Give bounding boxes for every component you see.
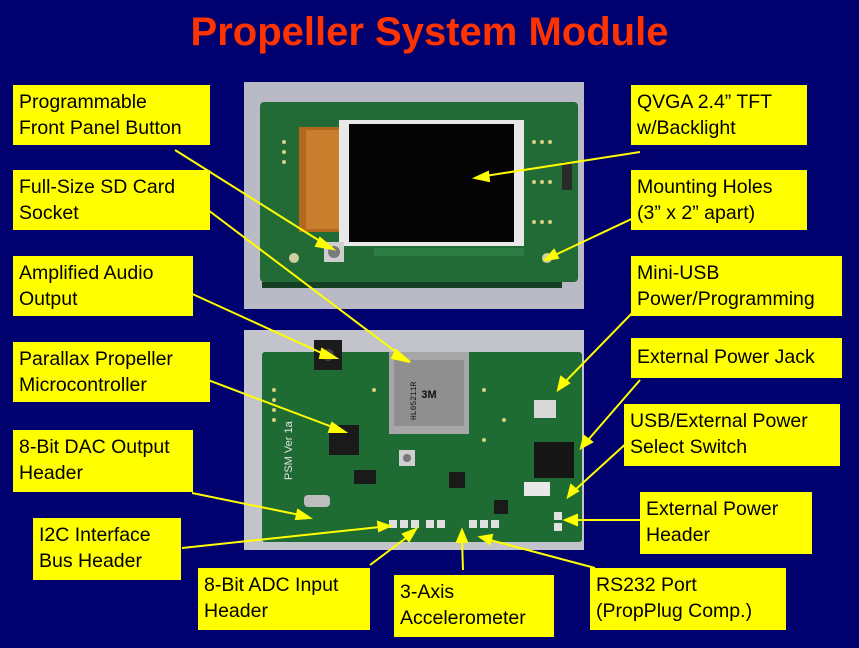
label-i2c: I2C Interface Bus Header [33,518,181,580]
label-rs232: RS232 Port (PropPlug Comp.) [590,568,786,630]
sd-card-code: HL05211R [410,381,419,420]
label-adc: 8-Bit ADC Input Header [198,568,370,630]
line-ext-jack [587,379,641,441]
line-sd-card [207,209,401,356]
line-front-panel-button [174,149,324,244]
label-tft: QVGA 2.4” TFT w/Backlight [631,85,807,145]
label-ext-header: External Power Header [640,492,812,554]
line-tft [484,151,641,177]
label-dac: 8-Bit DAC Output Header [13,430,193,492]
line-mounting [554,214,641,256]
line-i2c [181,526,381,549]
line-accel [461,539,464,571]
psm-version-text: PSM Ver 1a [283,420,295,480]
label-propeller: Parallax Propeller Microcontroller [13,342,210,402]
label-accel: 3-Axis Accelerometer [394,575,554,637]
line-switch [574,439,631,491]
line-rs232 [489,539,596,569]
board-top-photo [244,82,584,309]
line-adc [369,534,411,566]
label-ext-jack: External Power Jack [631,338,842,378]
label-front-panel-button: Programmable Front Panel Button [13,85,210,145]
label-sd-card: Full-Size SD Card Socket [13,170,210,230]
line-dac [191,492,301,516]
label-usb: Mini-USB Power/Programming [631,256,842,316]
board-bottom-photo: 3M HL05211R PSM Ver 1a [244,330,584,550]
sd-card-brand: 3M [421,389,436,401]
label-mounting: Mounting Holes (3” x 2” apart) [631,170,807,230]
label-switch: USB/External Power Select Switch [624,404,840,466]
line-propeller [207,379,336,429]
page-title: Propeller System Module [190,10,669,54]
line-usb [564,304,641,383]
line-audio [187,291,327,356]
label-audio: Amplified Audio Output [13,256,193,316]
